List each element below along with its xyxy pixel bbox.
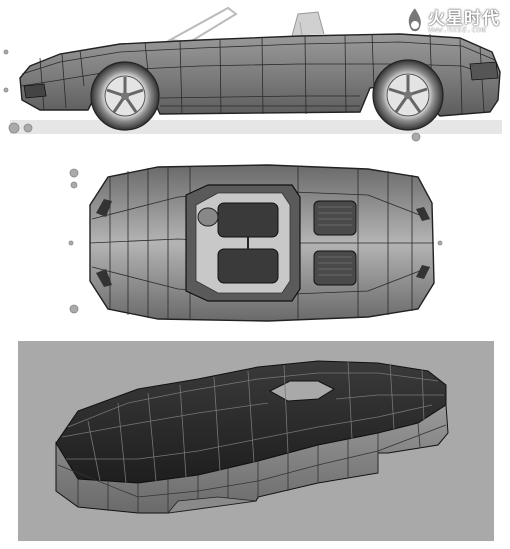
persp-side-mesh [57, 422, 447, 513]
perspective-3d-viewport [18, 341, 494, 541]
side-view-drawing [0, 0, 510, 145]
site-watermark: 火星时代 www.hxsd.com [398, 3, 510, 39]
persp-mesh-lines [61, 360, 444, 484]
top-view-drawing [68, 157, 444, 330]
watermark-url-text: www.hxsd.com [428, 25, 486, 34]
watermark-brand-text: 火星时代 [428, 9, 500, 29]
rear-wheel [372, 59, 444, 131]
flame-logo-icon [407, 5, 423, 33]
side-mesh-lines [20, 33, 499, 115]
perspective-mesh-drawing [18, 341, 494, 541]
persp-side-surface [55, 404, 449, 514]
persp-cockpit-opening [268, 380, 336, 402]
front-wheel [90, 61, 160, 131]
top-seats [197, 202, 279, 284]
side-view-reference: 火星时代 www.hxsd.com [0, 0, 510, 145]
top-view-reference [68, 157, 444, 330]
top-rear-deck [313, 200, 357, 286]
